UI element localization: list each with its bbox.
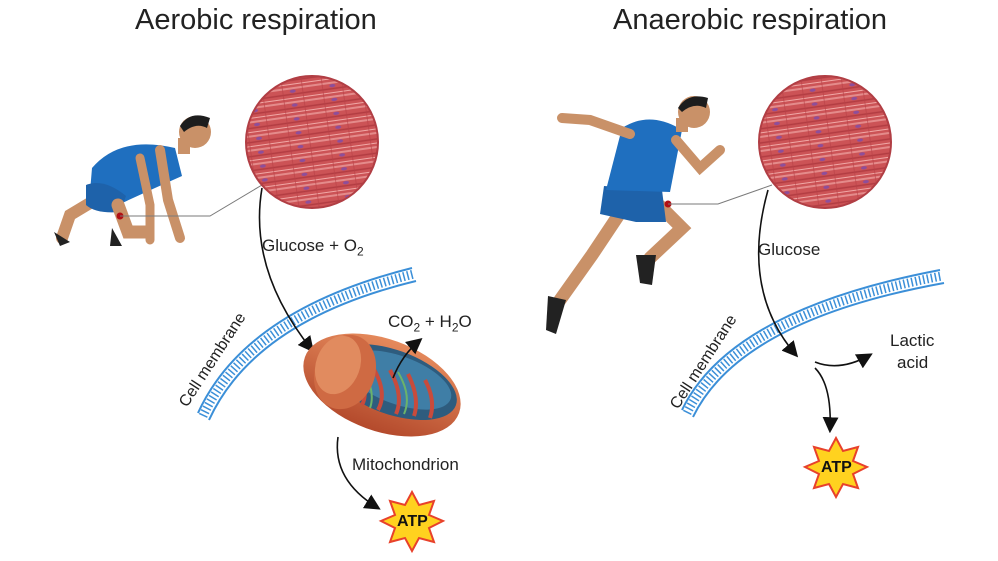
atp-label-left: ATP — [397, 513, 428, 530]
runner-sprinting-figure — [546, 96, 725, 334]
glucose-label: Glucose — [758, 240, 821, 259]
lactic-acid-line2: acid — [897, 353, 929, 372]
arrow-to-atp-right — [814, 367, 839, 434]
arrow-to-lactic-acid — [814, 353, 873, 369]
cell-membrane-left — [197, 267, 417, 421]
arrow-mitochondrion-to-atp — [336, 436, 381, 510]
muscle-tissue-zoom-left — [245, 75, 379, 209]
arrow-glucose-through-membrane — [757, 189, 799, 358]
atp-star-left — [378, 489, 446, 554]
glucose-oxygen-label: Glucose + O2 — [262, 236, 364, 259]
atp-label-right: ATP — [821, 459, 852, 476]
mitochondrion-label: Mitochondrion — [352, 455, 459, 474]
arrow-glucose-to-mitochondrion — [258, 187, 314, 353]
atp-star-right — [802, 435, 870, 500]
muscle-tissue-zoom-right — [758, 75, 892, 209]
lactic-acid-label: Lactic acid — [890, 330, 934, 374]
cell-membrane-right — [681, 269, 945, 418]
aerobic-title: Aerobic respiration — [135, 4, 377, 36]
mitochondrion-illustration — [303, 333, 461, 437]
zoom-callout-line-right — [668, 184, 773, 205]
lactic-acid-line1: Lactic — [890, 331, 935, 350]
anaerobic-title: Anaerobic respiration — [613, 4, 888, 36]
zoom-callout-line-left — [120, 184, 263, 217]
arrow-to-co2-water — [392, 337, 423, 379]
runner-crouching-figure — [54, 115, 211, 246]
co2-water-label: CO2 + H2O — [388, 312, 472, 335]
membrane-label-left: Cell membrane — [176, 310, 249, 410]
